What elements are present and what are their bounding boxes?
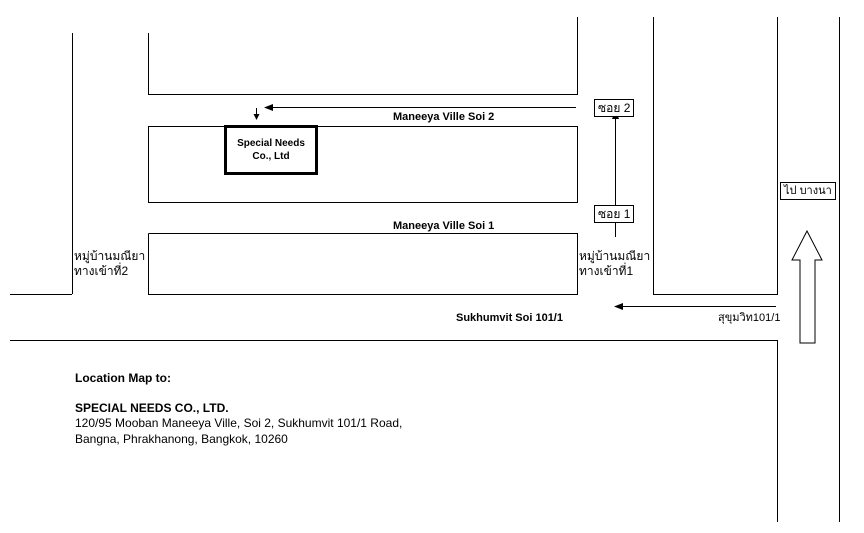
sukhumvit-direction-arrow [614, 303, 776, 310]
bangna-marker: ไป บางนา [780, 182, 836, 200]
entrance-1-line2: ทางเข้าที่1 [579, 264, 634, 278]
address-line1: 120/95 Mooban Maneeya Ville, Soi 2, Sukh… [75, 416, 403, 430]
entrance-1-line1: หมู่บ้านมณียา [579, 249, 651, 263]
block [148, 233, 578, 295]
company-name-line2: Co., Ltd [252, 151, 290, 162]
entrance-1-label: หมู่บ้านมณียา ทางเข้าที่1 [579, 249, 650, 279]
block [148, 126, 578, 203]
soi1-marker: ซอย 1 [594, 205, 635, 223]
soi2-marker: ซอย 2 [594, 99, 635, 117]
company-name: SPECIAL NEEDS CO., LTD. [75, 401, 229, 415]
entrance-2-line2: ทางเข้าที่2 [74, 264, 129, 278]
soi1-label: Maneeya Ville Soi 1 [393, 220, 495, 232]
address-line2: Bangna, Phrakhanong, Bangkok, 10260 [75, 432, 288, 446]
entrance-2-label: หมู่บ้านมณียา ทางเข้าที่2 [74, 249, 145, 279]
soi2-direction-arrow [264, 104, 576, 111]
sukhumvit-soi-label: Sukhumvit Soi 101/1 [456, 312, 563, 324]
company-name-line1: Special Needs [237, 138, 305, 149]
destination-building: Special Needs Co., Ltd [224, 125, 318, 175]
sukhumvit-thai-label: สุขุมวิท101/1 [718, 312, 781, 324]
map-heading: Location Map to: [75, 371, 171, 385]
entrance-2-line1: หมู่บ้านมณียา [74, 249, 146, 263]
destination-arrow [253, 108, 260, 120]
soi2-label: Maneeya Ville Soi 2 [393, 111, 495, 123]
north-arrow [791, 229, 823, 344]
